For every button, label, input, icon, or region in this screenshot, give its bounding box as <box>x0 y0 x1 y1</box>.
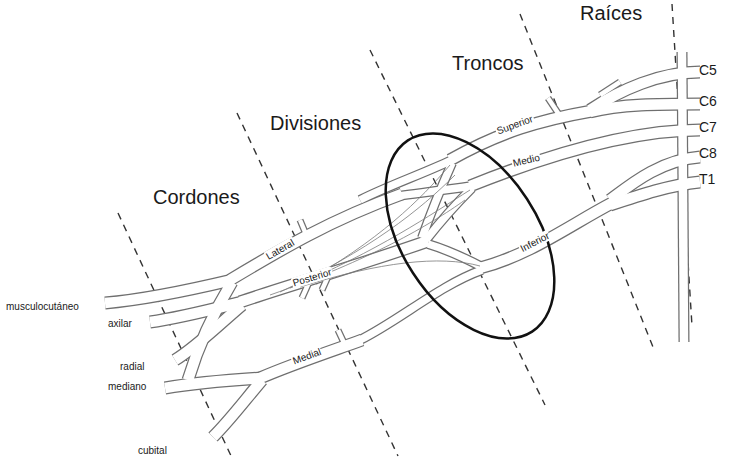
nerve-fiber <box>280 175 455 292</box>
trunk-label: Inferior <box>518 230 553 255</box>
region-divider <box>370 50 545 405</box>
trunk-label: Superior <box>494 113 535 137</box>
terminal-nerve <box>213 380 262 437</box>
nerve-name: radial <box>120 361 144 372</box>
nerve-trunk <box>450 111 592 160</box>
highlight-ellipse <box>351 103 589 368</box>
region-title: Raíces <box>580 2 642 24</box>
nerve-division <box>428 244 482 267</box>
nerve-branch <box>548 98 560 116</box>
region-divider <box>237 113 398 456</box>
cord-label: Posterior <box>290 266 333 289</box>
nerve-name: musculocutáneo <box>6 301 79 312</box>
spinal-cord <box>682 52 684 342</box>
terminal-nerve <box>165 378 262 388</box>
terminal-nerve <box>213 380 262 437</box>
nerve-name: cubital <box>138 445 167 456</box>
nerve-root <box>610 182 700 205</box>
terminal-nerve <box>105 280 232 303</box>
nerve-outline <box>105 52 700 437</box>
region-divider <box>118 4 692 458</box>
nerve-branch <box>300 220 305 232</box>
nerve-trunk <box>480 203 612 268</box>
nerve-branch <box>300 220 305 232</box>
nerve-cord <box>260 340 362 378</box>
region-title: Troncos <box>452 52 524 74</box>
spinal-cord <box>682 52 684 342</box>
nerve-division <box>428 244 482 267</box>
nerve-fiber <box>300 165 450 285</box>
nerve-fibers <box>270 165 480 295</box>
nerve-division <box>360 270 482 340</box>
nerve-branch <box>600 82 620 95</box>
nerve-branch <box>338 330 345 345</box>
root-label: C8 <box>699 146 717 161</box>
terminal-nerve <box>165 378 262 388</box>
root-label: T1 <box>699 172 715 187</box>
trunk-label: Medio <box>511 152 542 169</box>
nerve-name: axilar <box>108 318 132 329</box>
terminal-nerve <box>105 280 232 303</box>
region-title: Divisiones <box>270 112 361 134</box>
region-title: Cordones <box>153 186 240 208</box>
root-label: C7 <box>699 120 717 135</box>
root-label: C6 <box>699 94 717 109</box>
nerve-fiber <box>270 200 465 295</box>
nerve-cord <box>260 340 362 378</box>
nerve-name: mediano <box>108 381 146 392</box>
nerve-root <box>590 104 700 112</box>
nerve-fill <box>105 52 700 437</box>
nerve-fiber <box>290 190 470 288</box>
cord-label: Lateral <box>263 236 297 262</box>
root-label: C5 <box>699 63 717 78</box>
nerve-branch <box>548 98 560 116</box>
terminal-nerve <box>175 305 242 360</box>
nerve-division <box>360 270 482 340</box>
cord-label: Medial <box>290 346 323 367</box>
nerve-trunk <box>480 203 612 268</box>
